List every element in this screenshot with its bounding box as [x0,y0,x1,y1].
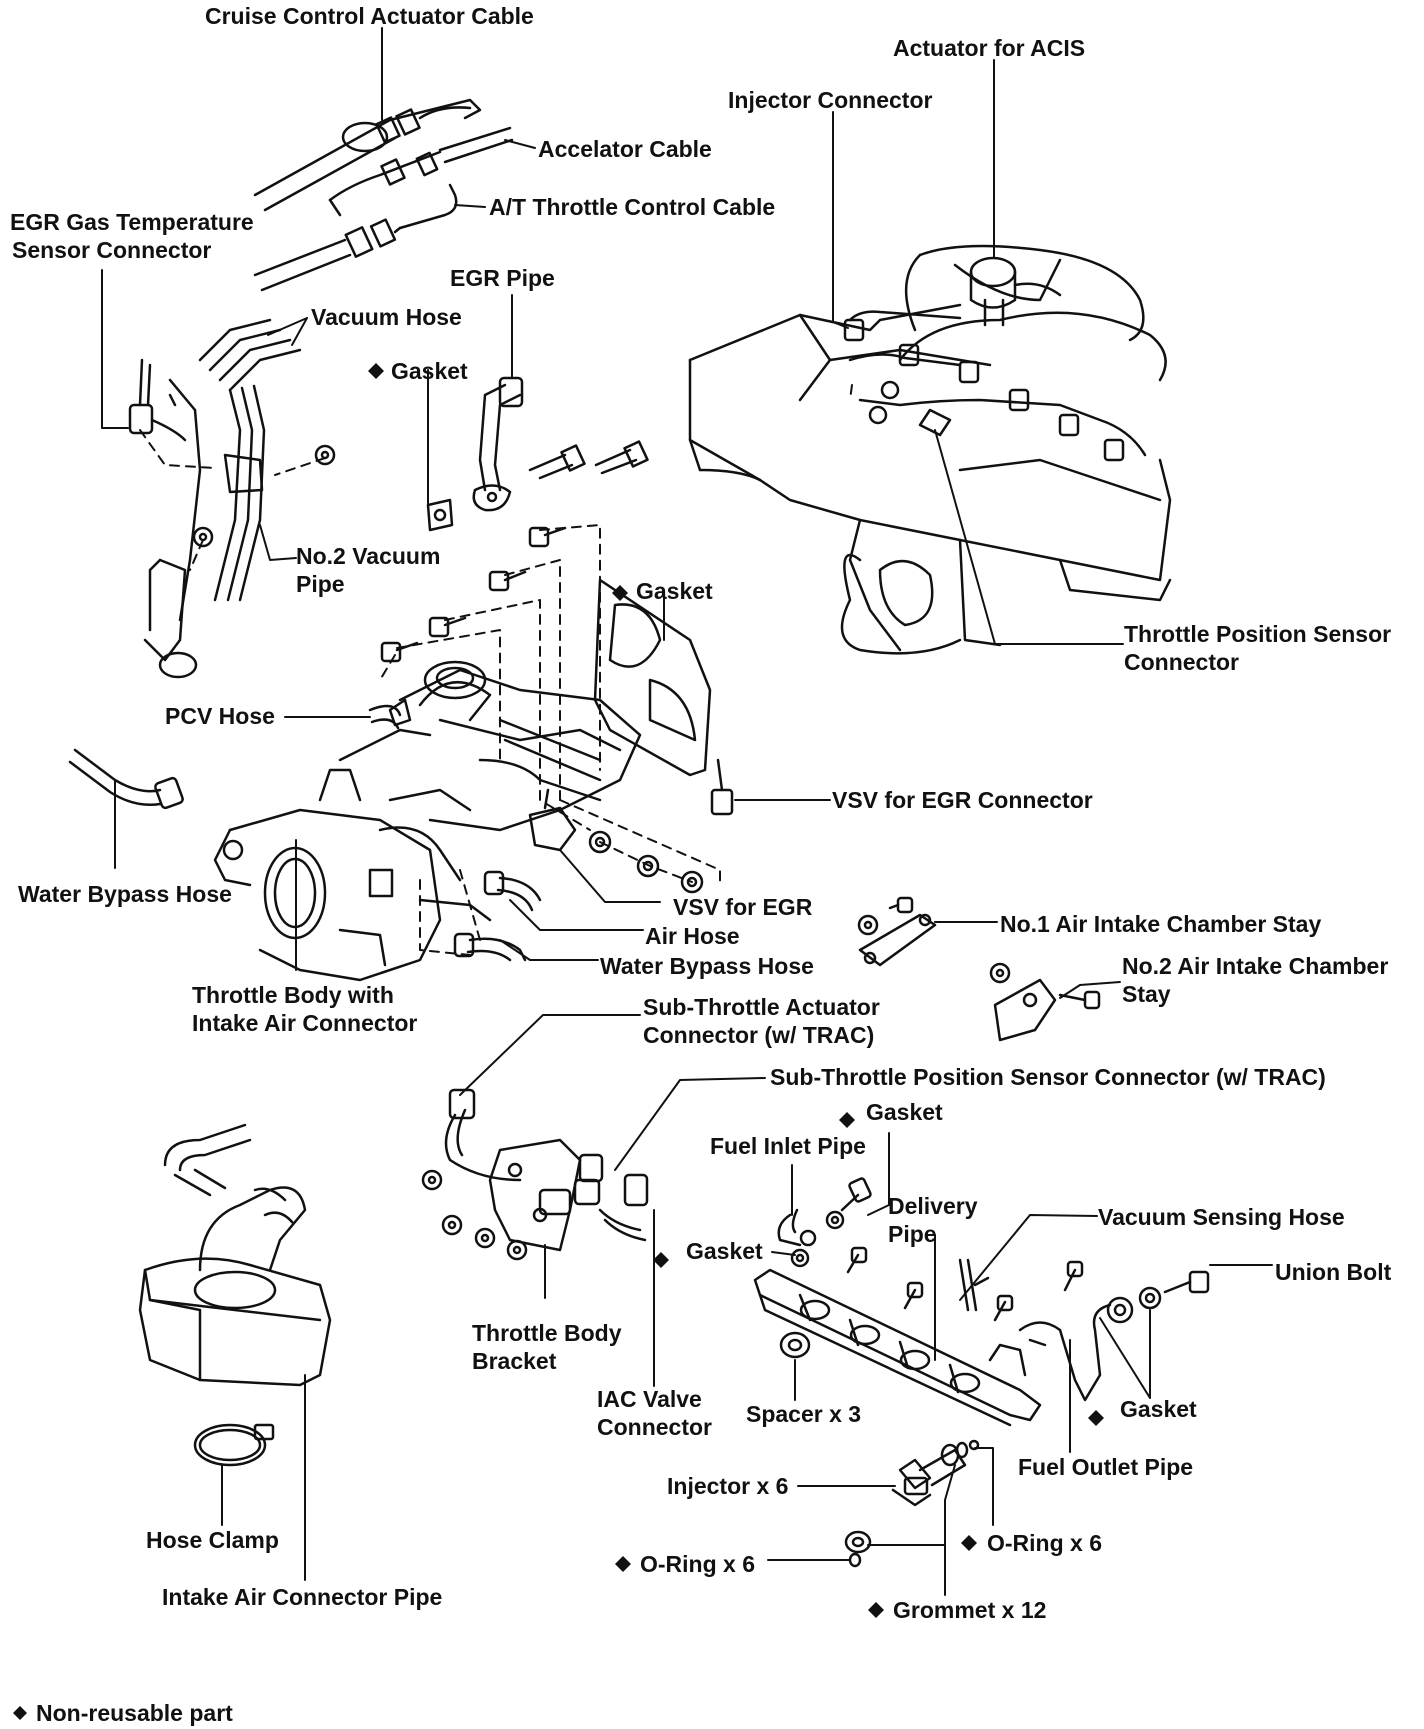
fuel-inlet-pipe-drawing [777,1177,872,1268]
label-gasket-chamber: Gasket [636,578,713,604]
label-at-throttle-control-cable: A/T Throttle Control Cable [489,194,776,220]
label-water-bypass-hose-left: Water Bypass Hose [18,881,232,907]
intake-chamber-gasket-drawing [593,578,712,777]
label-vacuum-sensing-hose: Vacuum Sensing Hose [1098,1204,1345,1230]
label-gasket-egr: Gasket [391,358,468,384]
label-vsv-for-egr-connector: VSV for EGR Connector [832,787,1093,813]
vacuum-pipe-nuts [192,444,336,548]
label-spacer: Spacer x 3 [746,1401,862,1427]
rail-bolts [846,1246,1084,1322]
non-reusable-markers [13,363,1104,1720]
label-pcv-hose: PCV Hose [165,703,275,729]
label-bracket: Bracket [472,1348,557,1374]
fuel-outlet-pipe-drawing [1018,1270,1210,1402]
label-no1-air-intake-chamber-stay: No.1 Air Intake Chamber Stay [1000,911,1322,937]
label-oring-right: O-Ring x 6 [987,1530,1103,1556]
egr-temp-connector-drawing [128,358,187,442]
label-gasket-inlet: Gasket [866,1099,943,1125]
label-sub-throttle-position-sensor: Sub-Throttle Position Sensor Connector (… [770,1064,1326,1090]
label-injector: Injector x 6 [667,1473,789,1499]
hose-clamp-drawing [193,1423,275,1467]
label-tps-connector: Connector [1124,649,1239,675]
vacuum-pipe-assembly-drawing [143,318,302,679]
label-egr-gas-temperature: EGR Gas Temperature [10,209,254,235]
label-no2-vacuum-pipe: Pipe [296,571,345,597]
label-fuel-inlet-pipe: Fuel Inlet Pipe [710,1133,866,1159]
no2-stay-drawing [989,962,1101,1042]
accelerator-cable-drawing [328,126,514,217]
label-egr-pipe: EGR Pipe [450,265,555,291]
label-delivery: Delivery [888,1193,978,1219]
label-oring-left: O-Ring x 6 [640,1551,756,1577]
water-bypass-hose-left-drawing [68,748,184,810]
label-vsv-for-egr: VSV for EGR [673,894,813,920]
label-no2-air-intake-chamber: No.2 Air Intake Chamber [1122,953,1389,979]
label-throttle-body: Throttle Body [472,1320,622,1346]
label-no2-vacuum: No.2 Vacuum [296,543,441,569]
label-intake-air-connector: Intake Air Connector [192,1010,418,1036]
injector-drawing [844,1439,980,1568]
label-grommet: Grommet x 12 [893,1597,1047,1623]
label-air-hose: Air Hose [645,923,740,949]
label-injector-connector: Injector Connector [728,87,933,113]
label-iac-valve-connector: Connector [597,1414,712,1440]
sub-throttle-harness-drawing [444,1088,649,1242]
label-water-bypass-hose-center: Water Bypass Hose [600,953,814,979]
throttle-body-drawing [213,768,492,982]
vsv-egr-drawing [528,788,577,852]
pcv-hose-drawing [368,704,402,730]
label-iac-valve: IAC Valve [597,1386,702,1412]
injector-harness-drawing [843,310,1147,462]
label-gasket-outlet: Gasket [1120,1396,1197,1422]
label-sensor-connector: Sensor Connector [12,237,212,263]
egr-bolts [528,440,649,480]
label-cruise-control-actuator-cable: Cruise Control Actuator Cable [205,3,534,29]
label-vacuum-hose: Vacuum Hose [311,304,462,330]
label-sub-throttle-actuator: Sub-Throttle Actuator [643,994,880,1020]
label-intake-air-connector-pipe: Intake Air Connector Pipe [162,1584,443,1610]
egr-gasket-drawing [426,498,454,532]
vsv-egr-connector-drawing [710,758,734,816]
intake-air-pipe-drawing [138,1123,332,1387]
engine-assembly-drawing [688,244,1172,655]
egr-pipe-drawing [472,376,524,512]
label-accelator-cable: Accelator Cable [538,136,712,162]
label-union-bolt: Union Bolt [1275,1259,1392,1285]
leader-lines [101,27,1273,1596]
delivery-pipe-drawing [753,1268,1042,1427]
at-throttle-cable-drawing [253,183,458,292]
no1-stay-drawing [857,896,937,967]
throttle-bracket-drawing [488,1138,601,1252]
label-throttle-body-with: Throttle Body with [192,982,394,1008]
label-fuel-outlet-pipe: Fuel Outlet Pipe [1018,1454,1194,1480]
label-gasket-rail: Gasket [686,1238,763,1264]
spacer-drawing [779,1331,811,1359]
bracket-nuts [421,1169,528,1261]
label-throttle-position-sensor: Throttle Position Sensor [1124,621,1392,647]
acis-actuator-drawing [969,256,1062,327]
label-sub-throttle-actuator-connector: Connector (w/ TRAC) [643,1022,875,1048]
cruise-control-cable-drawing [253,98,482,212]
label-no2-stay: Stay [1122,981,1171,1007]
assembly-dashed-lines [139,384,853,956]
label-actuator-for-acis: Actuator for ACIS [893,35,1086,61]
label-delivery-pipe: Pipe [888,1221,937,1247]
legend-non-reusable-part: Non-reusable part [36,1700,233,1726]
hoses-center-drawing [453,870,542,962]
label-hose-clamp: Hose Clamp [146,1527,279,1553]
